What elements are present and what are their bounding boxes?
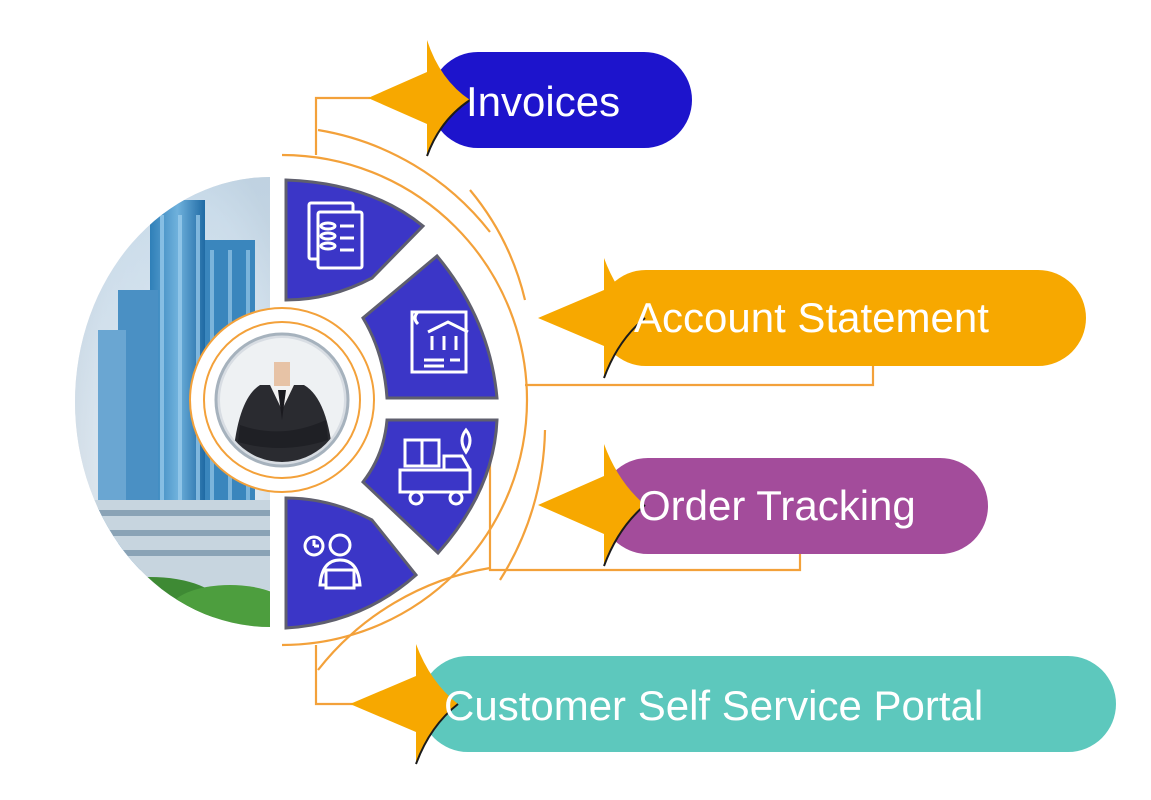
delivery-truck-location-icon bbox=[398, 427, 472, 506]
center-avatar bbox=[189, 307, 375, 493]
label-account-statement: Account Statement bbox=[538, 258, 1086, 379]
segment-order-tracking bbox=[360, 418, 499, 556]
customer-portal-label: Customer Self Service Portal bbox=[444, 682, 983, 729]
segment-account-statement bbox=[361, 253, 499, 400]
invoices-label: Invoices bbox=[466, 78, 620, 125]
clock-user-laptop-icon bbox=[303, 533, 362, 590]
documents-coins-icon bbox=[307, 201, 364, 270]
connector-lines bbox=[314, 96, 875, 706]
order-tracking-label: Order Tracking bbox=[638, 482, 916, 529]
account-statement-label: Account Statement bbox=[634, 294, 989, 341]
bank-receipt-icon bbox=[410, 310, 469, 374]
orbit-arcs bbox=[281, 128, 547, 671]
label-invoices: Invoices bbox=[368, 40, 692, 157]
label-customer-portal: Customer Self Service Portal bbox=[350, 644, 1116, 765]
label-order-tracking: Order Tracking bbox=[538, 444, 988, 567]
